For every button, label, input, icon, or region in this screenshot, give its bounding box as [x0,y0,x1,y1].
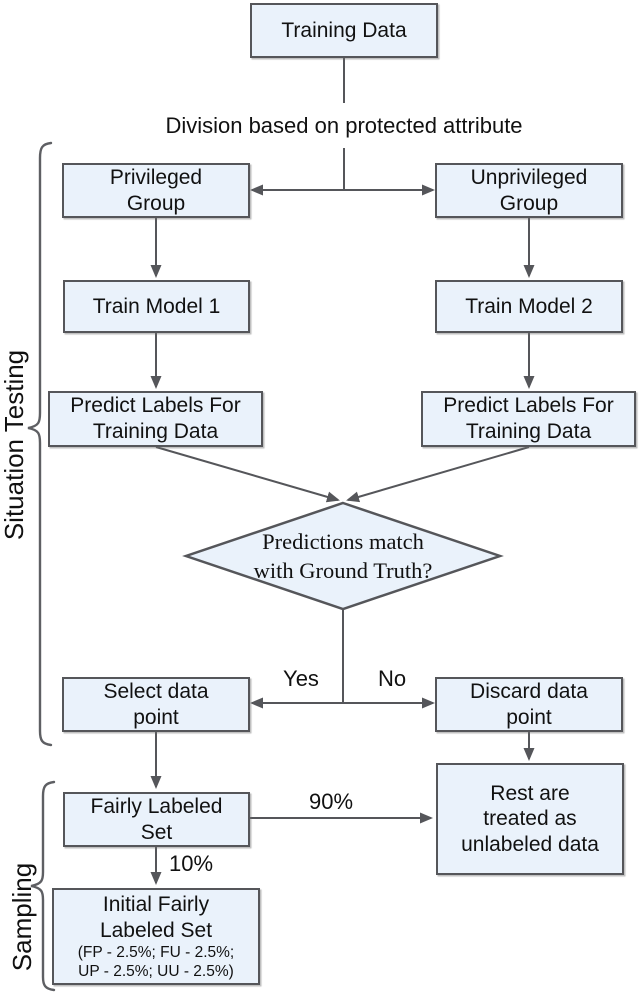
node-discard-data-point-label: Discard data point [470,679,588,729]
node-training-data: Training Data [250,3,438,58]
node-initial-fairly-labeled-set-label: Initial Fairly Labeled Set [99,893,213,942]
decision-label: Predictions match with Ground Truth? [203,514,483,598]
node-predict-labels-right-label: Predict Labels For Training Data [443,394,614,443]
edge-label-10-percent: 10% [168,851,214,876]
node-unprivileged-group: Unprivileged Group [435,163,623,218]
arrow-predict-left-to-decision [155,446,340,503]
node-train-model-2: Train Model 2 [435,280,623,333]
node-select-data-point-label: Select data point [103,679,209,729]
node-fairly-labeled-set: Fairly Labeled Set [63,792,250,847]
node-rest-unlabeled: Rest are treated as unlabeled data [436,763,624,875]
node-privileged-group-label: Privileged Group [109,165,203,215]
edge-label-90-percent: 90% [308,789,354,814]
edge-label-no: No [377,666,407,691]
node-discard-data-point: Discard data point [435,677,623,732]
node-predict-labels-right: Predict Labels For Training Data [421,391,636,447]
node-predict-labels-left-label: Predict Labels For Training Data [70,394,241,443]
arrow-predict-right-to-decision [346,446,530,503]
brace-label-sampling: Sampling [7,862,37,972]
edge-label-division: Division based on protected attribute [165,113,523,138]
brace-label-situation-testing: Situation Testing [0,349,29,541]
node-train-model-2-label: Train Model 2 [465,294,593,318]
node-train-model-1-label: Train Model 1 [92,294,221,318]
node-rest-unlabeled-label: Rest are treated as unlabeled data [461,781,599,856]
edge-label-yes: Yes [283,666,319,691]
node-fairly-labeled-set-label: Fairly Labeled Set [90,794,223,844]
sampling-brace [30,780,56,992]
node-train-model-1: Train Model 1 [63,280,250,333]
decision-label-text: Predictions match with Ground Truth? [253,528,433,583]
node-privileged-group: Privileged Group [62,163,250,218]
node-initial-fairly-labeled-set: Initial Fairly Labeled Set (FP - 2.5%; F… [52,888,260,985]
node-training-data-label: Training Data [281,18,407,42]
node-select-data-point: Select data point [62,677,250,732]
node-unprivileged-group-label: Unprivileged Group [470,165,588,215]
situation-testing-brace [27,141,53,747]
node-initial-fairly-labeled-set-detail: (FP - 2.5%; FU - 2.5%; UP - 2.5%; UU - 2… [77,944,235,980]
node-predict-labels-left: Predict Labels For Training Data [48,391,263,447]
